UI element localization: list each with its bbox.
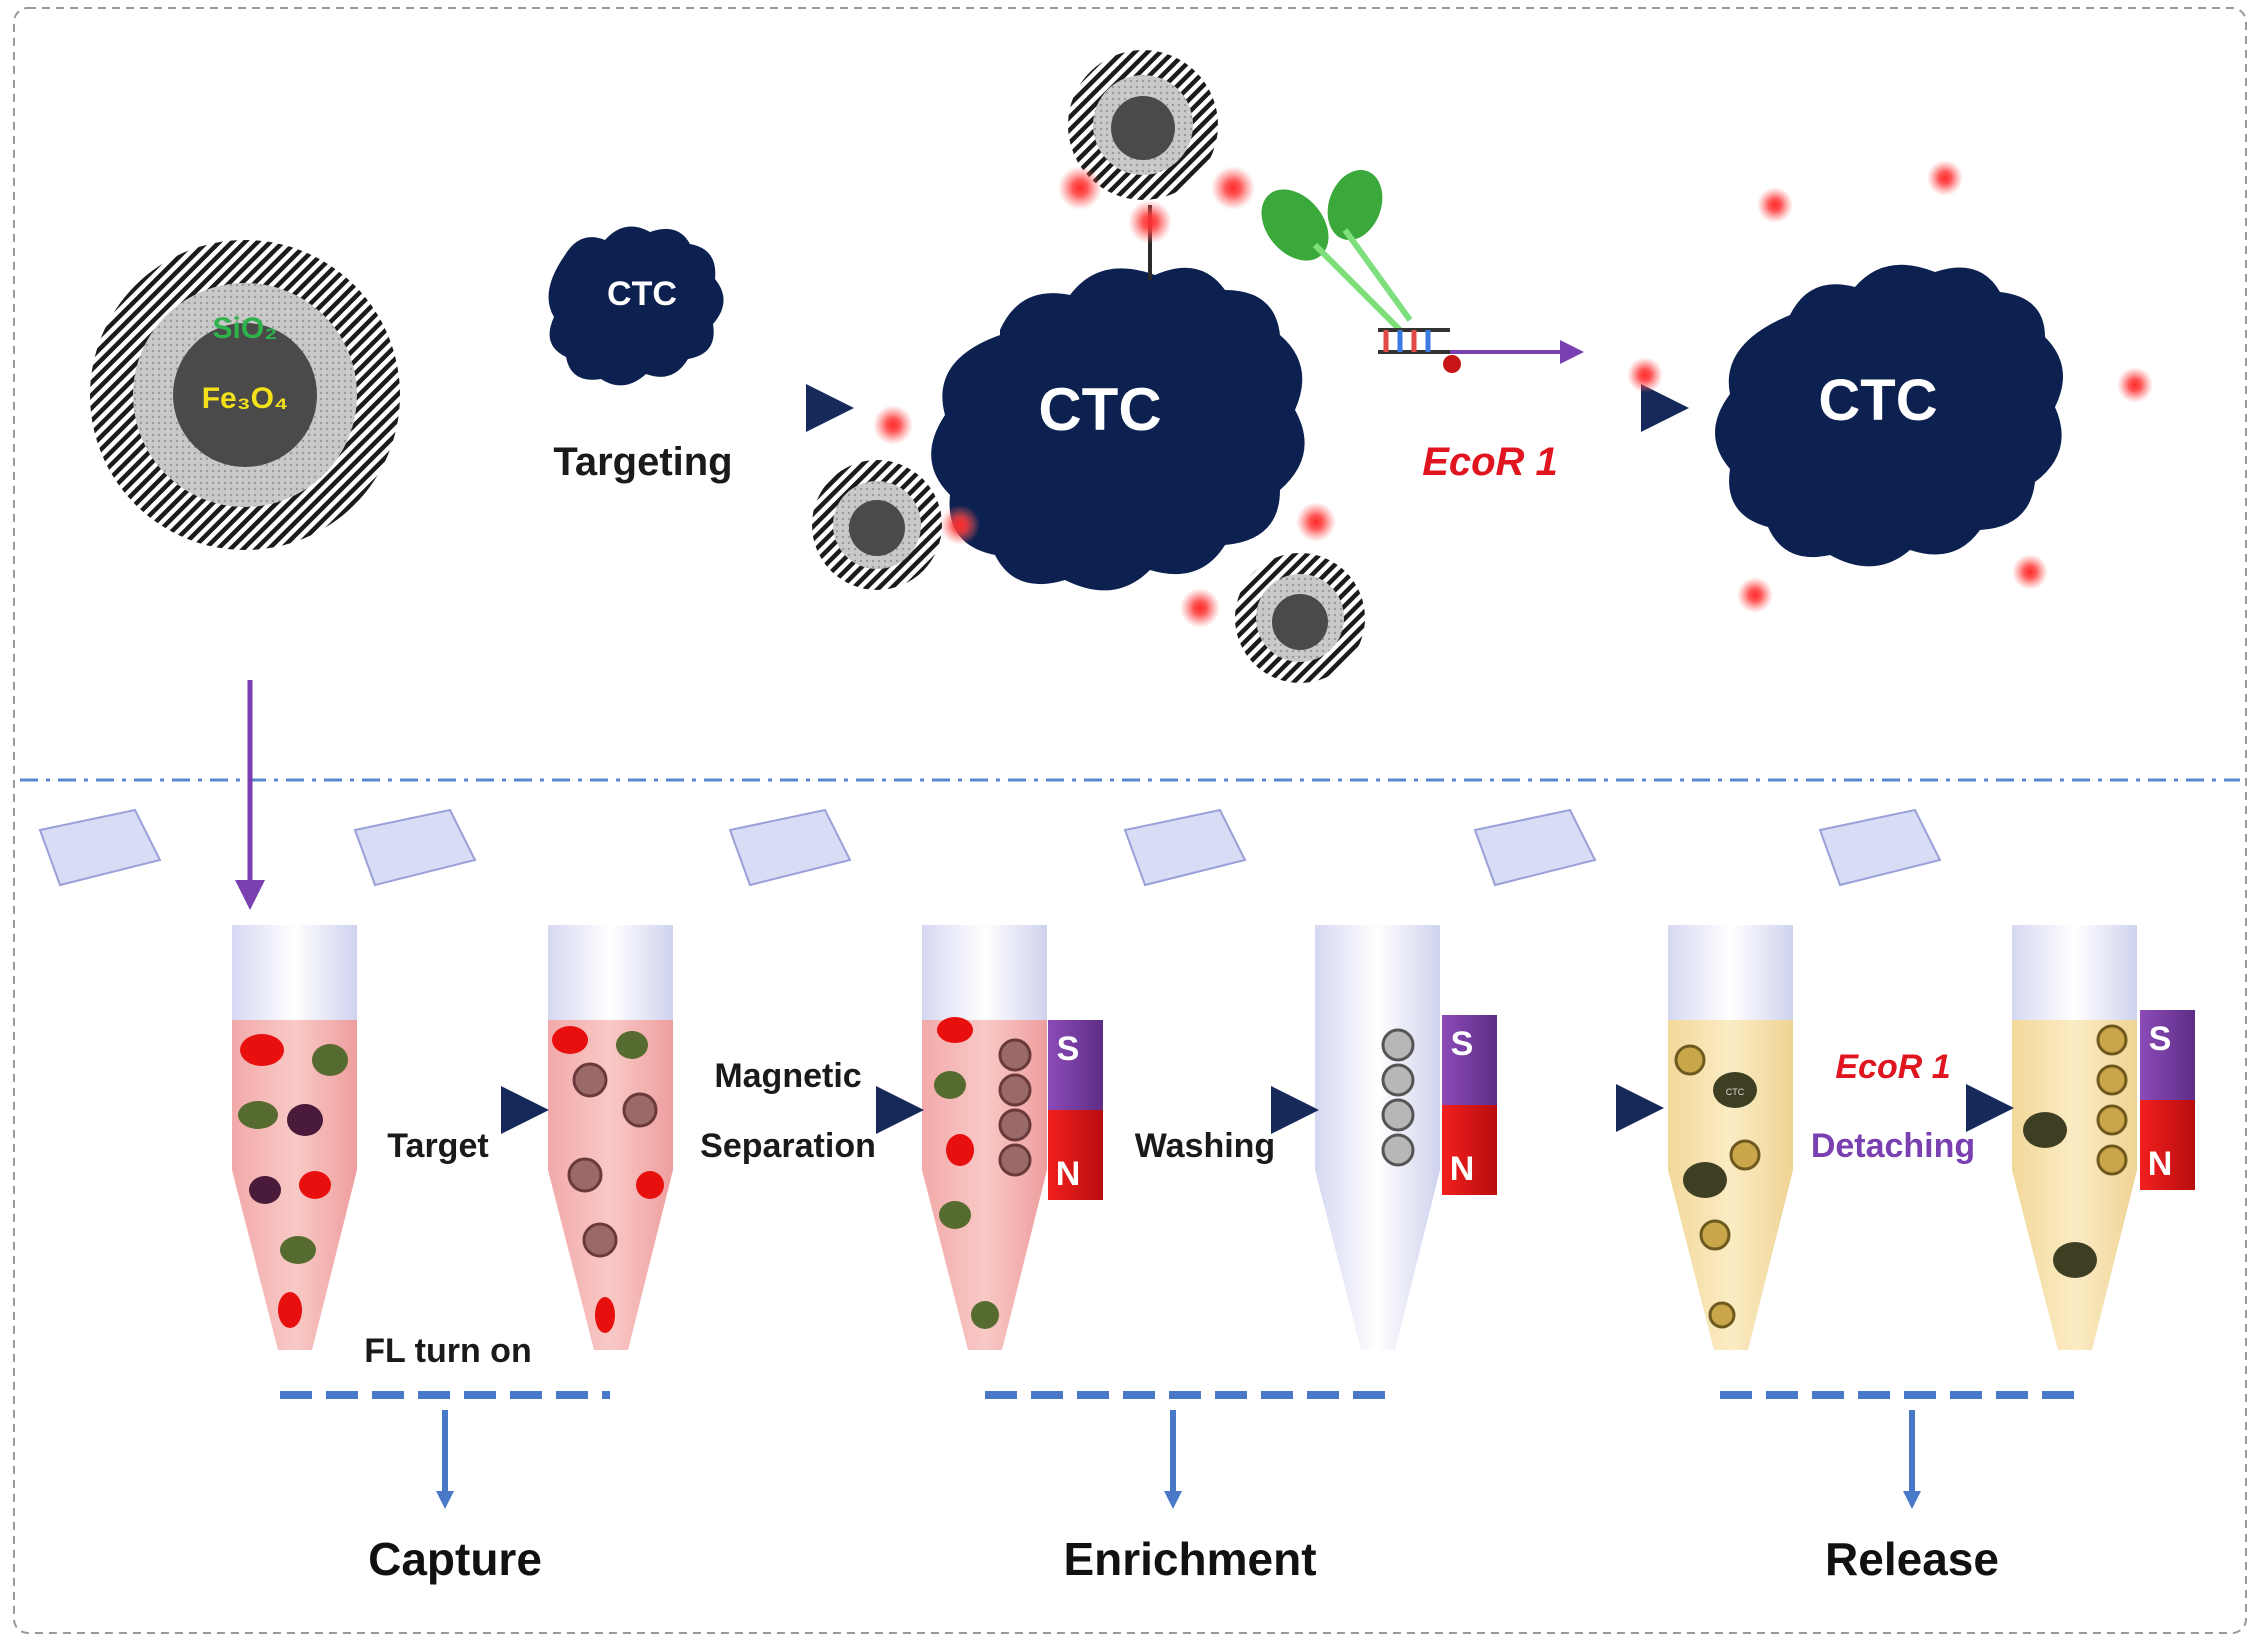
stage-capture: Capture <box>280 1391 610 1585</box>
ecor-arrow-top: EcoR 1 <box>1300 384 1689 484</box>
outer-frame <box>13 7 2247 1634</box>
washing-label: Washing <box>1135 1127 1275 1165</box>
stage-enrichment: Enrichment <box>985 1391 1385 1585</box>
large-nanoparticle: SiO₂ Fe₃O₄ <box>90 240 400 550</box>
tube-release: S N <box>1818 808 2195 1350</box>
attached-particle-right <box>1180 502 1365 683</box>
stage-enrichment-label: Enrichment <box>1063 1533 1316 1585</box>
scissors-icon <box>1261 170 1413 333</box>
target-label: Target <box>387 1127 488 1165</box>
magnet-n-label-3: N <box>2148 1145 2173 1183</box>
ecor-label-bottom: EcoR 1 <box>1835 1048 1950 1086</box>
target-arrow: Target <box>355 1086 549 1165</box>
magnetic-label: Magnetic <box>714 1057 861 1095</box>
attached-particle-top <box>1058 50 1255 280</box>
fl-turn-on-label: FL turn on <box>364 1332 531 1370</box>
targeting-label: Targeting <box>553 440 732 484</box>
tube-magnetic-separation: S N <box>728 808 1103 1350</box>
ecor-label-top: EcoR 1 <box>1422 440 1558 484</box>
dna-strand-icon <box>1378 328 1584 373</box>
mini-ctc-label-1: CTC <box>1726 1087 1745 1097</box>
main-ctc-label: CTC <box>1038 376 1161 443</box>
magnet-s-label-3: S <box>2149 1020 2172 1058</box>
magnet-north <box>1048 1110 1103 1200</box>
detaching-arrow: EcoR 1 Detaching <box>1798 1048 2014 1165</box>
silica-shell-label: SiO₂ <box>212 312 277 345</box>
magnet-south <box>1048 1020 1103 1110</box>
tube-sample <box>38 808 357 1350</box>
magnet-s-label-2: S <box>1451 1025 1474 1063</box>
attached-particle-left <box>812 405 980 590</box>
stage-release: Release <box>1720 1391 2085 1585</box>
small-ctc-cell: CTC <box>548 226 724 386</box>
tube-capture <box>353 808 673 1350</box>
magnetic-separation-arrow: Magnetic Separation <box>682 1057 924 1165</box>
washing-arrow: Washing <box>1110 1086 1319 1165</box>
released-ctc-label: CTC <box>1818 368 1937 433</box>
targeting-arrow: Targeting <box>470 384 854 484</box>
released-ctc-cell: CTC <box>1627 160 2153 613</box>
magnet-n-label-2: N <box>1450 1150 1475 1188</box>
tube-washing: S N <box>1123 808 1497 1350</box>
main-ctc-cell: CTC <box>931 267 1305 591</box>
separation-label: Separation <box>700 1127 876 1165</box>
magnet-s-label: S <box>1057 1030 1080 1068</box>
stage-release-label: Release <box>1825 1533 1999 1585</box>
stage-capture-label: Capture <box>368 1533 542 1585</box>
iron-oxide-core-label: Fe₃O₄ <box>202 382 289 415</box>
tube-enriched: CTC <box>1473 808 1793 1350</box>
detaching-label: Detaching <box>1811 1127 1975 1165</box>
magnet-n-label: N <box>1056 1155 1081 1193</box>
small-ctc-label: CTC <box>607 275 677 313</box>
